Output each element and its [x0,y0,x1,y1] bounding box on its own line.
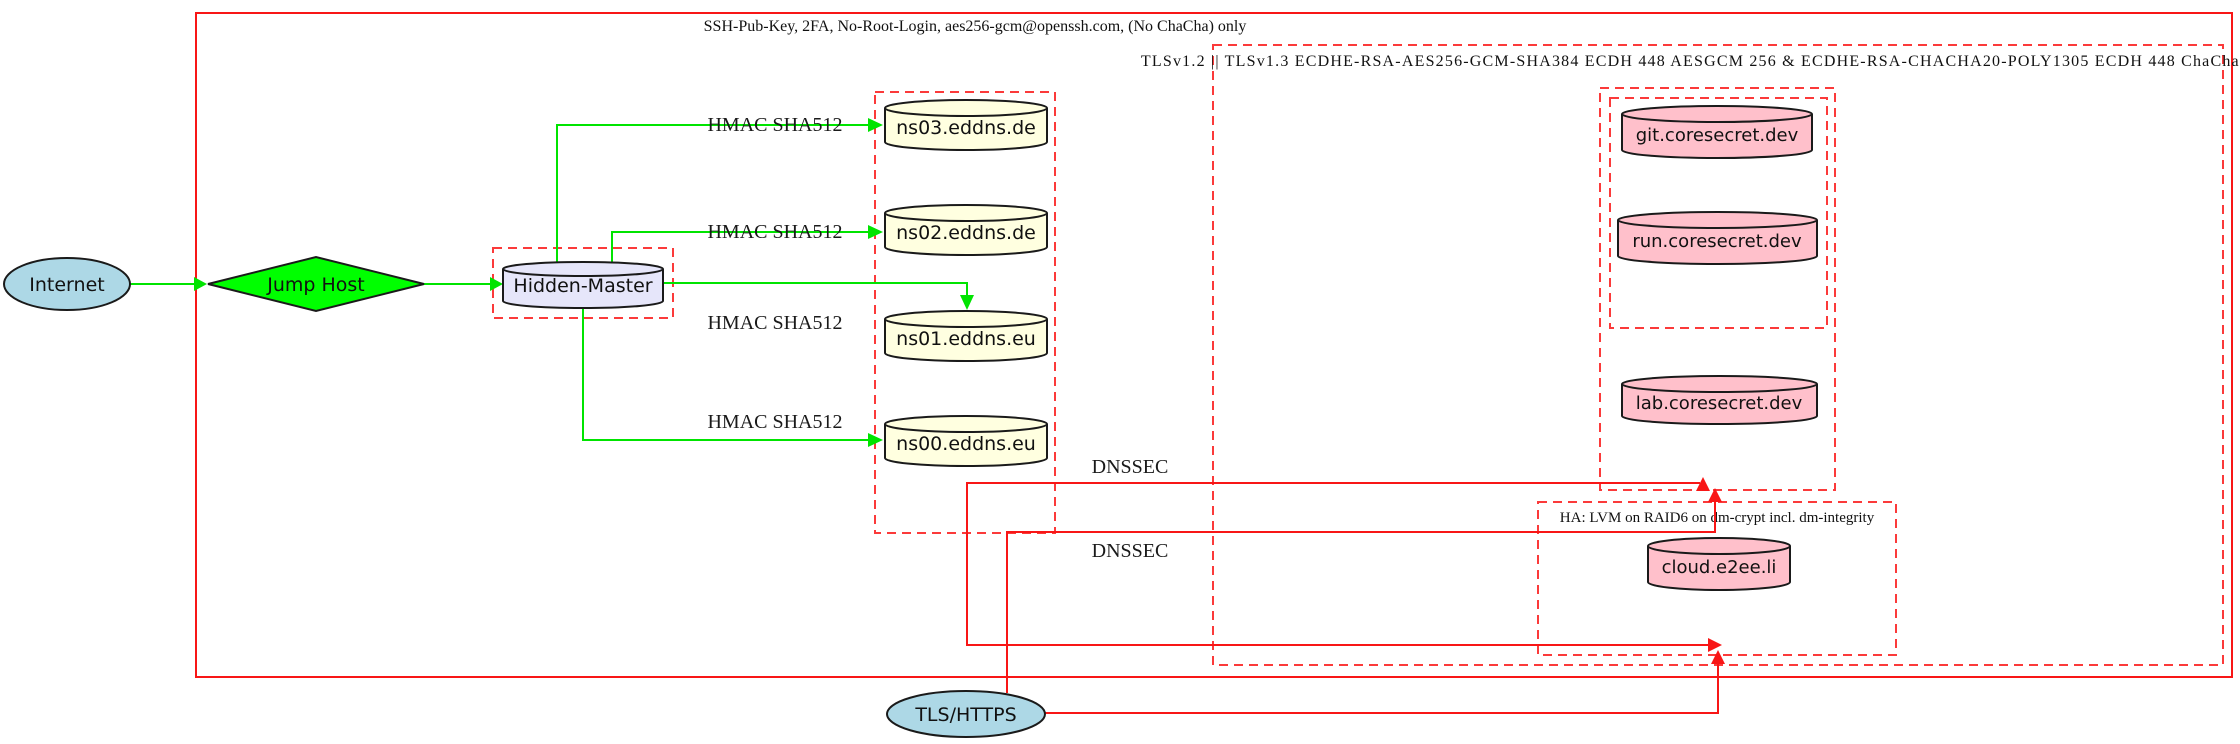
arrowhead [194,277,207,291]
edge-hiddenmaster-to-ns00 [582,308,883,447]
lab-label: lab.coresecret.dev [1636,393,1803,414]
internet-label: Internet [29,274,104,296]
cluster-coresecret-inner-box [1609,97,1828,329]
node-internet: Internet [3,257,131,311]
ns03-label: ns03.eddns.de [896,117,1036,139]
run-label: run.coresecret.dev [1632,231,1802,252]
ha-storage-label: HA: LVM on RAID6 on dm-crypt incl. dm-in… [1560,510,1875,526]
node-ns00: ns00.eddns.eu [884,415,1048,467]
edge-label-hmac-ns00: HMAC SHA512 [707,411,842,433]
cloud-label: cloud.e2ee.li [1662,557,1777,578]
ssh-policy-border [195,12,2233,678]
edge-label-hmac-ns02: HMAC SHA512 [707,221,842,243]
edge-tlshttps-to-ha-cluster [1045,650,1725,714]
edge-dnssec-to-coresecret [966,477,1722,652]
cluster-ssh-policy: SSH-Pub-Key, 2FA, No-Root-Login, aes256-… [195,12,2233,678]
cluster-dns-servers-box [874,91,1056,534]
edge-hiddenmaster-to-ns03 [556,118,883,263]
node-hidden-master: Hidden-Master [502,261,664,309]
arrowhead-up [1711,650,1725,664]
arrowhead [960,295,974,310]
arrowhead-up [1708,488,1722,502]
node-tls-https: TLS/HTTPS [886,690,1046,738]
git-label: git.coresecret.dev [1636,125,1799,146]
ssh-policy-label: SSH-Pub-Key, 2FA, No-Root-Login, aes256-… [704,18,1247,35]
node-lab-coresecret: lab.coresecret.dev [1621,375,1818,425]
node-run-coresecret: run.coresecret.dev [1617,211,1818,265]
ns00-label: ns00.eddns.eu [896,433,1036,455]
hidden-master-label: Hidden-Master [513,275,652,297]
edge-label-hmac-ns01: HMAC SHA512 [707,312,842,334]
edge-internet-to-jumphost [130,277,207,291]
tls-policy-label: TLSv1.2 || TLSv1.3 ECDHE-RSA-AES256-GCM-… [1141,53,2240,70]
edge-label-dnssec-2: DNSSEC [1092,540,1169,562]
node-ns02: ns02.eddns.de [884,204,1048,256]
node-ns01: ns01.eddns.eu [884,310,1048,362]
edge-tlshttps-dnssec-to-coresecret [1006,488,1722,693]
node-cloud-e2ee: cloud.e2ee.li [1647,537,1791,591]
edge-hiddenmaster-to-ns01 [663,282,974,310]
edge-jumphost-to-hiddenmaster [424,277,503,291]
arrowhead-right [1708,638,1722,652]
node-git-coresecret: git.coresecret.dev [1621,105,1813,159]
tls-https-label: TLS/HTTPS [914,704,1016,726]
arrowhead [868,433,883,447]
jump-host-label: Jump Host [266,274,365,296]
edge-label-hmac-ns03: HMAC SHA512 [707,114,842,136]
ns02-label: ns02.eddns.de [896,222,1036,244]
arrowhead-up [1696,477,1710,491]
arrowhead [490,277,503,291]
arrowhead [868,225,883,239]
node-jump-host: Jump Host [207,255,425,313]
edge-label-dnssec-1: DNSSEC [1092,456,1169,478]
cluster-coresecret-outer-box [1599,87,1836,491]
arrowhead [868,118,883,132]
node-ns03: ns03.eddns.de [884,99,1048,151]
edge-hiddenmaster-to-ns02 [611,225,883,263]
ns01-label: ns01.eddns.eu [896,328,1036,350]
